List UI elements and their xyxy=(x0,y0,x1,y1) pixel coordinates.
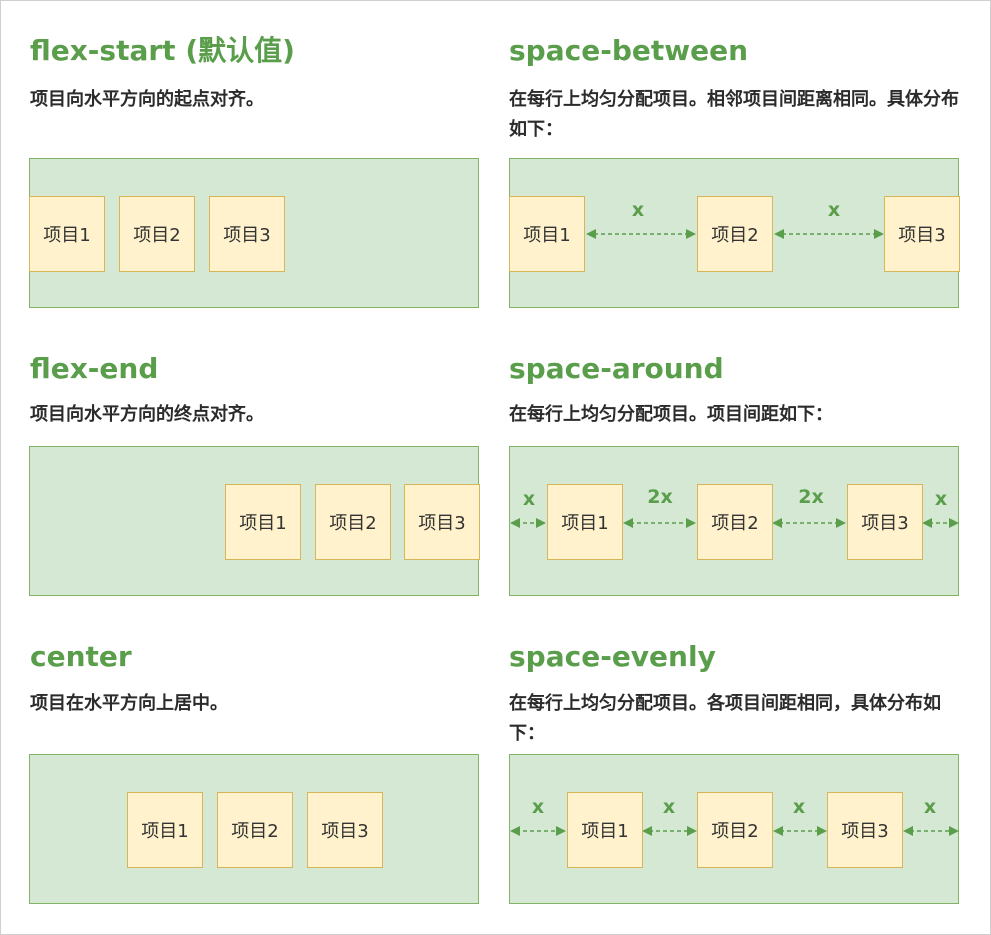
gap-label: x xyxy=(531,796,545,818)
spacing-arrows xyxy=(510,518,959,528)
panel-description: 在每行上均匀分配项目。项目间距如下： xyxy=(509,404,833,425)
flex-container: 项目1 项目2 项目3 x 2x 2x x xyxy=(509,446,959,596)
spacing-arrows xyxy=(510,826,959,836)
flex-item: 项目1 xyxy=(567,792,643,868)
flex-item: 项目1 xyxy=(29,196,105,272)
flex-item: 项目1 xyxy=(547,484,623,560)
gap-label: x xyxy=(662,796,676,818)
panel-description: 项目在水平方向上居中。 xyxy=(30,693,228,714)
flex-item: 项目2 xyxy=(217,792,293,868)
flex-item: 项目1 xyxy=(509,196,585,272)
gap-label: x xyxy=(522,488,536,510)
flex-item: 项目3 xyxy=(884,196,960,272)
flex-item: 项目2 xyxy=(119,196,195,272)
panel-description: 在每行上均匀分配项目。各项目间距相同，具体分布如下： xyxy=(509,693,941,744)
panel-title: center xyxy=(30,640,132,673)
panel-description: 项目向水平方向的起点对齐。 xyxy=(30,89,264,110)
flex-container: 项目1 项目2 项目3 x x xyxy=(509,158,960,308)
flex-container: 项目1 项目2 项目3 xyxy=(29,446,480,596)
flex-item: 项目3 xyxy=(209,196,285,272)
spacing-arrows xyxy=(586,229,884,239)
flex-item: 项目2 xyxy=(697,196,773,272)
gap-label: x xyxy=(631,199,645,221)
panel-title: space-around xyxy=(509,352,724,385)
flex-item: 项目1 xyxy=(127,792,203,868)
panel-title: space-between xyxy=(509,34,749,67)
panel-title: flex-end xyxy=(30,352,159,385)
gap-label: 2x xyxy=(647,486,673,508)
flex-item: 项目2 xyxy=(315,484,391,560)
flex-item: 项目3 xyxy=(827,792,903,868)
panel-description: 项目向水平方向的终点对齐。 xyxy=(30,404,264,425)
flex-item: 项目3 xyxy=(404,484,480,560)
flex-item: 项目1 xyxy=(225,484,301,560)
flex-item: 项目3 xyxy=(307,792,383,868)
flex-item: 项目2 xyxy=(697,484,773,560)
gap-label: x xyxy=(827,199,841,221)
flex-item: 项目2 xyxy=(697,792,773,868)
flex-container: 项目1 项目2 项目3 xyxy=(29,754,479,904)
flex-container: 项目1 项目2 项目3 x x x x xyxy=(509,754,959,904)
panel-title: space-evenly xyxy=(509,640,716,673)
flex-item: 项目3 xyxy=(847,484,923,560)
flex-container: 项目1 项目2 项目3 xyxy=(29,158,479,308)
gap-label: 2x xyxy=(798,486,824,508)
panel-title: flex-start (默认值) xyxy=(30,34,295,67)
gap-label: x xyxy=(792,796,806,818)
gap-label: x xyxy=(923,796,937,818)
gap-label: x xyxy=(934,488,948,510)
panel-description: 在每行上均匀分配项目。相邻项目间距离相同。具体分布如下： xyxy=(509,89,959,140)
